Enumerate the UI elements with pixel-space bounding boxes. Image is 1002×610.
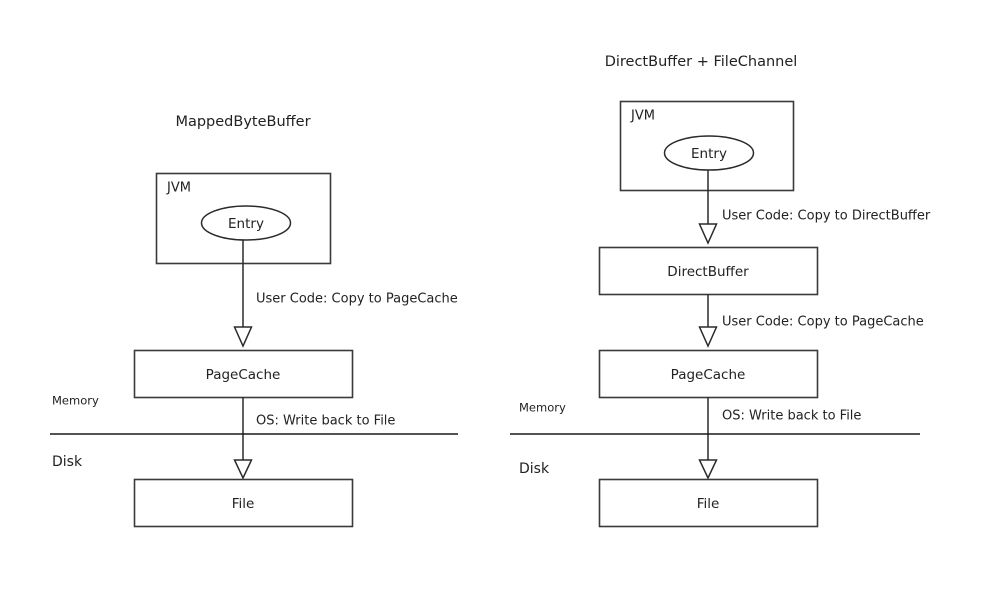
ellipse-entry-left-label: Entry xyxy=(228,216,264,232)
edge-label-entry-to-directbuffer: User Code: Copy to DirectBuffer xyxy=(722,209,931,224)
box-pagecache-right xyxy=(598,349,819,399)
edge-label-pagecache-to-file-left: OS: Write back to File xyxy=(256,414,395,429)
edge-label-pagecache-to-file-right: OS: Write back to File xyxy=(722,409,861,424)
ellipse-entry-right-label: Entry xyxy=(691,146,727,162)
panel-directbuffer-filechannel: DirectBuffer + FileChannel JVM Entry Use… xyxy=(510,54,931,528)
box-file-left xyxy=(133,478,354,528)
box-directbuffer-right xyxy=(598,246,819,296)
ellipse-entry-right xyxy=(663,135,755,171)
box-file-left-label: File xyxy=(232,496,255,512)
panel-title-left: MappedByteBuffer xyxy=(175,114,310,130)
zone-label-memory-right: Memory xyxy=(519,401,566,415)
ellipse-entry-left xyxy=(200,205,292,241)
zone-label-disk-left: Disk xyxy=(52,454,83,470)
arrow-pagecache-to-file-right-head xyxy=(698,459,718,480)
arrow-entry-to-directbuffer-head xyxy=(698,223,718,245)
box-jvm-right-label: JVM xyxy=(630,109,655,124)
arrow-pagecache-to-file-left-head xyxy=(233,459,253,480)
box-pagecache-right-label: PageCache xyxy=(671,367,746,383)
arrow-entry-to-pagecache-left-head xyxy=(233,326,253,348)
box-pagecache-left-label: PageCache xyxy=(206,367,281,383)
zone-label-disk-right: Disk xyxy=(519,461,550,477)
box-directbuffer-right-label: DirectBuffer xyxy=(667,264,749,280)
edge-label-entry-to-pagecache-left: User Code: Copy to PageCache xyxy=(256,292,458,307)
box-jvm-left-label: JVM xyxy=(166,181,191,196)
zone-label-memory-left: Memory xyxy=(52,394,99,408)
edge-label-directbuffer-to-pagecache: User Code: Copy to PageCache xyxy=(722,315,924,330)
arrow-directbuffer-to-pagecache-head xyxy=(698,326,718,348)
box-file-right-label: File xyxy=(697,496,720,512)
panel-title-right: DirectBuffer + FileChannel xyxy=(605,54,798,70)
panel-mappedbytebuffer: MappedByteBuffer JVM Entry User Code: Co… xyxy=(50,114,458,528)
box-file-right xyxy=(598,478,819,528)
